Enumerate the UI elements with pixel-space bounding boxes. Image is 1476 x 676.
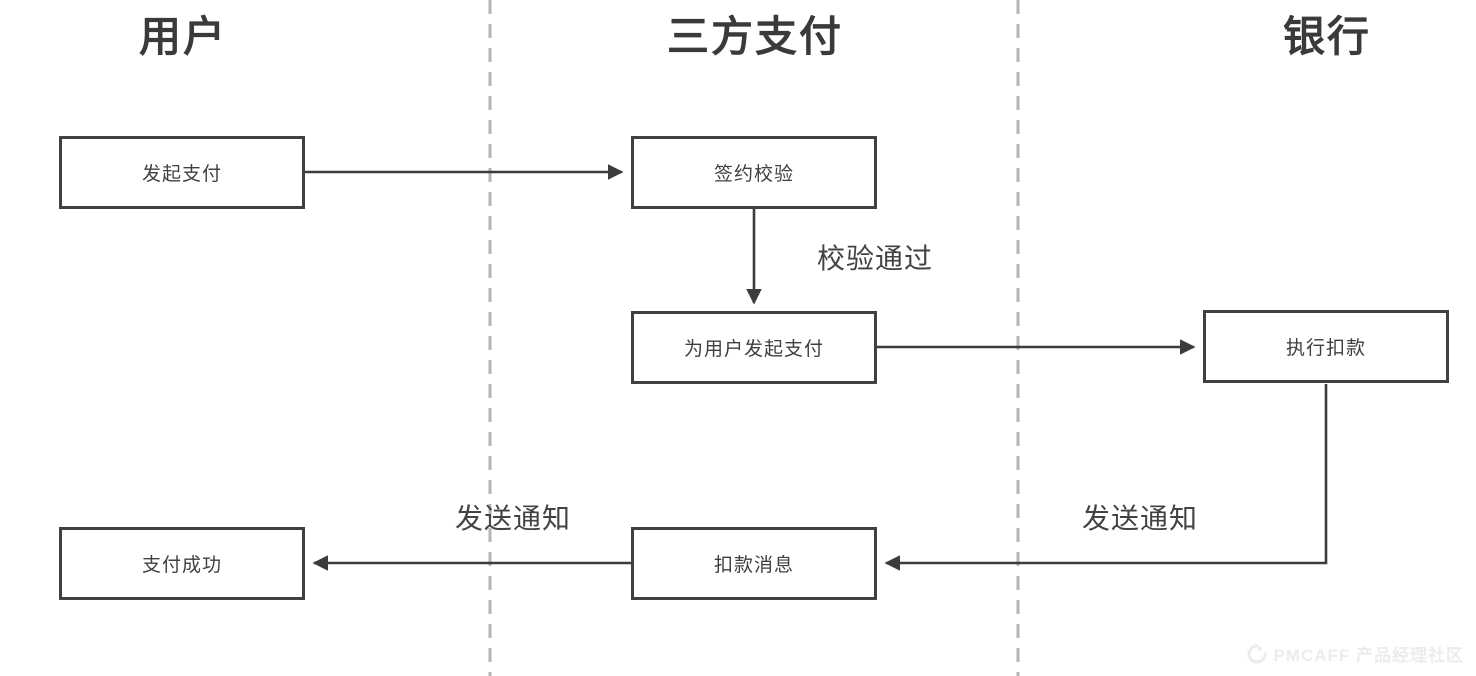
- node-execute-deduction-label: 执行扣款: [1285, 338, 1366, 359]
- watermark: PMCAFF 产品经理社区: [1247, 641, 1464, 666]
- node-deduction-message-label: 扣款消息: [713, 555, 794, 576]
- node-payment-success-label: 支付成功: [141, 555, 222, 576]
- lane-title-bank: 银行: [1282, 13, 1371, 60]
- node-deduction-message: 扣款消息: [631, 527, 877, 600]
- node-initiate-payment-label: 发起支付: [141, 164, 222, 185]
- edge-label-send-notice-left: 发送通知: [454, 503, 571, 534]
- pmcaff-logo-icon: [1247, 644, 1267, 663]
- node-payment-success: 支付成功: [59, 527, 305, 600]
- watermark-text: PMCAFF 产品经理社区: [1273, 646, 1464, 665]
- lane-title-third-party: 三方支付: [666, 13, 843, 60]
- node-contract-verify-label: 签约校验: [713, 164, 794, 185]
- edge-label-send-notice-right: 发送通知: [1081, 503, 1198, 534]
- lane-title-user: 用户: [138, 13, 227, 60]
- edge-label-verify-passed: 校验通过: [816, 243, 933, 274]
- node-execute-deduction: 执行扣款: [1203, 310, 1449, 383]
- node-pay-for-user: 为用户发起支付: [631, 311, 877, 384]
- node-initiate-payment: 发起支付: [59, 136, 305, 209]
- node-contract-verify: 签约校验: [631, 136, 877, 209]
- edge-deduct-to-message: [884, 384, 1328, 571]
- node-pay-for-user-label: 为用户发起支付: [683, 339, 824, 360]
